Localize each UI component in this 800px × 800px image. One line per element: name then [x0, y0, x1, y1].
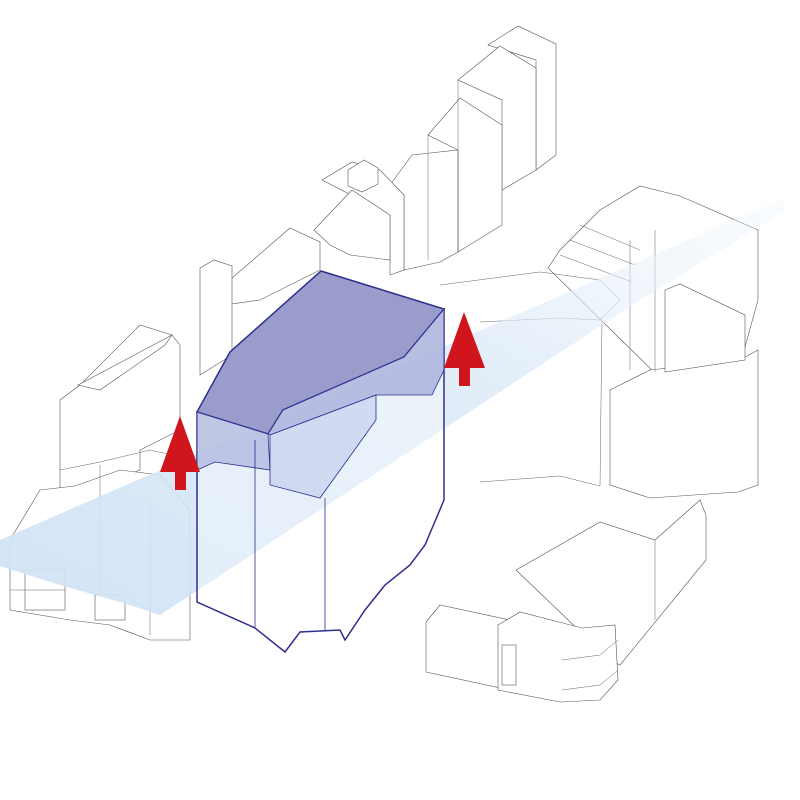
light-beam: [0, 198, 784, 615]
highlighted-building: [195, 270, 446, 654]
context-buildings-top: [199, 25, 557, 376]
building-recess-floor: [269, 394, 377, 499]
upward-arrow-left-icon: [160, 416, 200, 490]
building-upper-band: [196, 411, 271, 471]
upward-arrow-right-icon: [444, 312, 485, 386]
context-buildings-bottom-right: [425, 499, 707, 703]
